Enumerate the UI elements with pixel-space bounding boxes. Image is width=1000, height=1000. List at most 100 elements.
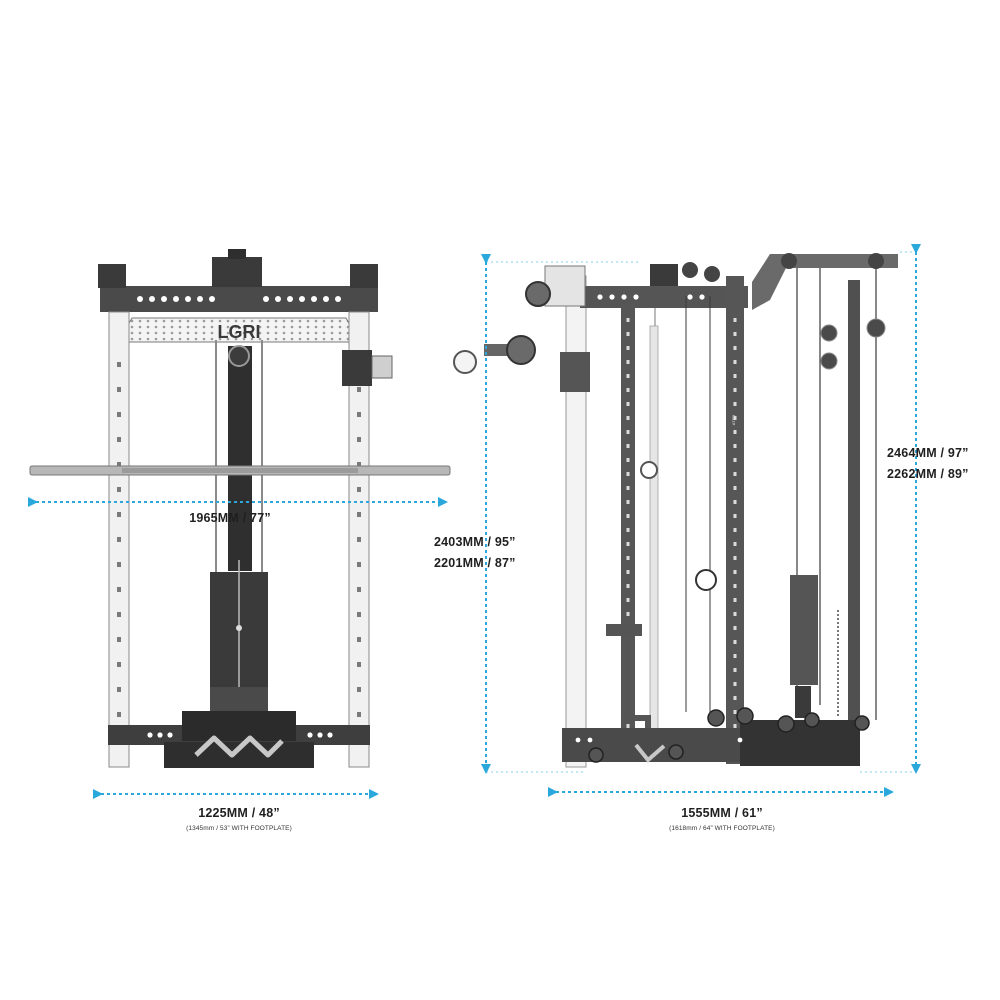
total-height-label-1: 2464MM / 97” — [887, 446, 969, 460]
upright-hole — [117, 612, 121, 617]
upright-hole — [733, 402, 737, 406]
center-pulley — [228, 345, 250, 367]
front-view-machine: LGRI — [29, 249, 451, 768]
upright-hole — [626, 486, 630, 490]
upright-hole — [117, 362, 121, 367]
upright-hole — [733, 626, 737, 630]
upright-hole — [733, 682, 737, 686]
cable-tower-post — [848, 280, 860, 764]
upright-hole — [733, 598, 737, 602]
upright-hole — [117, 687, 121, 692]
top-pulley-housing — [212, 257, 262, 287]
upright-hole — [733, 458, 737, 462]
upright-hole — [733, 528, 737, 532]
upright-hole — [626, 598, 630, 602]
upright-hole — [626, 360, 630, 364]
total-height-label-2: 2262MM / 89” — [887, 467, 969, 481]
upright-hole — [626, 444, 630, 448]
upright-hole — [117, 462, 121, 467]
ez-curl-bar — [194, 735, 284, 758]
upright-hole — [357, 512, 361, 517]
upright-hole — [626, 472, 630, 476]
upright-hole — [733, 654, 737, 658]
upright-hole — [357, 537, 361, 542]
upright-hole — [626, 374, 630, 378]
side-depth-note: (1618mm / 64” WITH FOOTPLATE) — [669, 825, 775, 832]
upright-hole — [733, 640, 737, 644]
upright-hole — [733, 472, 737, 476]
upright-hole — [357, 612, 361, 617]
upright-hole — [733, 542, 737, 546]
top-front-bracket — [544, 265, 586, 307]
upright-hole — [117, 587, 121, 592]
upright-hole — [117, 712, 121, 717]
front-top-crossbeam — [100, 286, 378, 312]
dimension-arrows — [28, 244, 921, 799]
rack-height-label-2: 2201MM / 87” — [434, 556, 516, 570]
floating-pulley — [695, 569, 717, 591]
side-depth-label: 1555MM / 61” — [681, 806, 763, 820]
upright-hole — [626, 500, 630, 504]
upright-hole — [357, 412, 361, 417]
upright-hole — [357, 387, 361, 392]
upright-hole — [626, 416, 630, 420]
upright-hole — [117, 562, 121, 567]
upright-hole — [626, 556, 630, 560]
side-view-machine: ATSR — [453, 253, 898, 768]
upright-hole — [357, 487, 361, 492]
upright-hole — [626, 612, 630, 616]
side-base-rear — [740, 720, 860, 766]
upright-hole — [733, 374, 737, 378]
upright-hole — [733, 724, 737, 728]
upright-hole — [626, 430, 630, 434]
upright-hole — [626, 332, 630, 336]
upright-hole — [357, 437, 361, 442]
brand-logo: LGRI — [218, 322, 261, 342]
upright-hole — [117, 387, 121, 392]
total-height-labels: 2464MM / 97” 2262MM / 89” — [887, 443, 969, 485]
upright-hole — [733, 556, 737, 560]
upright-hole — [626, 584, 630, 588]
upright-hole — [733, 710, 737, 714]
right-corner-bracket — [350, 264, 378, 288]
upright-hole — [733, 388, 737, 392]
upright-hole — [626, 724, 630, 728]
upright-hole — [117, 512, 121, 517]
upright-hole — [117, 487, 121, 492]
upright-hole — [117, 437, 121, 442]
upright-hole — [117, 537, 121, 542]
upright-hole — [626, 318, 630, 322]
bar-width-label: 1965MM / 77” — [189, 511, 271, 525]
footplate — [182, 711, 296, 741]
upright-hole — [733, 360, 737, 364]
center-column — [228, 346, 252, 571]
upright-hole — [733, 500, 737, 504]
upright-hole — [733, 612, 737, 616]
rack-height-label-1: 2403MM / 95” — [434, 535, 516, 549]
upright-hole — [626, 570, 630, 574]
upright-hole — [357, 587, 361, 592]
upright-hole — [733, 430, 737, 434]
upright-hole — [117, 412, 121, 417]
upright-hole — [733, 332, 737, 336]
upright-hole — [357, 687, 361, 692]
upright-hole — [733, 416, 737, 420]
upright-hole — [733, 346, 737, 350]
upright-hole — [626, 346, 630, 350]
upright-hole — [357, 562, 361, 567]
upright-hole — [733, 444, 737, 448]
upright-hole — [733, 514, 737, 518]
upright-hole — [733, 570, 737, 574]
upright-hole — [357, 662, 361, 667]
upright-hole — [733, 696, 737, 700]
upright-hole — [626, 388, 630, 392]
upright-hole — [733, 584, 737, 588]
left-corner-bracket — [98, 264, 126, 288]
upright-hole — [357, 637, 361, 642]
upright-hole — [357, 462, 361, 467]
rack-height-labels: 2403MM / 95” 2201MM / 87” — [434, 532, 516, 574]
side-weight-stack — [790, 575, 818, 685]
upright-stamp: ATSR — [731, 415, 736, 425]
handle-attachment — [342, 350, 372, 386]
